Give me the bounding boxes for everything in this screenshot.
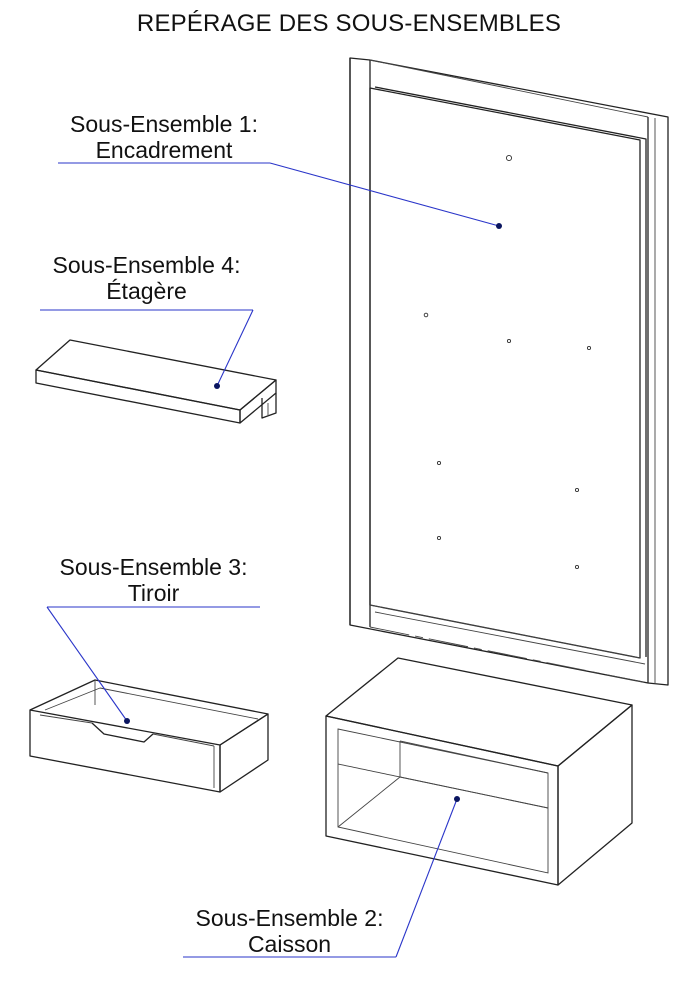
callout-4 xyxy=(40,309,254,389)
label-1-number: Sous-Ensemble 1: xyxy=(70,111,258,137)
label-subassembly-4: Sous-Ensemble 4: Étagère xyxy=(40,252,253,304)
label-3-name: Tiroir xyxy=(127,580,180,606)
label-4-number: Sous-Ensemble 4: xyxy=(52,252,241,278)
cabinet-subassembly xyxy=(325,657,633,886)
frame-subassembly xyxy=(349,57,669,686)
label-subassembly-2: Sous-Ensemble 2: Caisson xyxy=(183,905,396,957)
shelf-subassembly xyxy=(35,339,277,424)
label-3-number: Sous-Ensemble 3: xyxy=(59,554,248,580)
label-4-name: Étagère xyxy=(106,278,187,304)
label-2-number: Sous-Ensemble 2: xyxy=(195,905,384,931)
callout-2 xyxy=(183,796,460,958)
label-subassembly-1: Sous-Ensemble 1: Encadrement xyxy=(58,111,270,163)
label-1-name: Encadrement xyxy=(95,137,233,163)
drawer-subassembly xyxy=(29,679,269,793)
label-subassembly-3: Sous-Ensemble 3: Tiroir xyxy=(47,554,260,606)
callout-1 xyxy=(58,162,502,229)
diagram-title: REPÉRAGE DES SOUS-ENSEMBLES xyxy=(136,10,562,37)
label-2-name: Caisson xyxy=(247,931,332,957)
callout-3 xyxy=(46,606,260,724)
